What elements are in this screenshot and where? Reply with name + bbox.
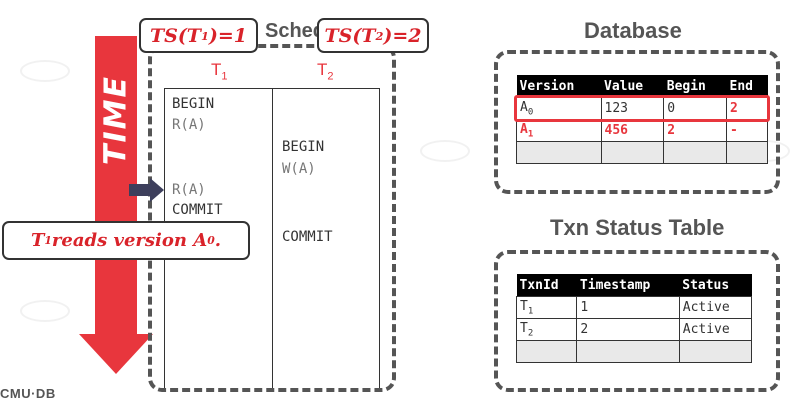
arrow-right-icon — [150, 178, 164, 202]
background-watermark-icon — [20, 300, 70, 322]
t2-op-begin: BEGIN — [282, 139, 325, 155]
value-cell: 456 — [600, 119, 665, 142]
t1-op-begin: BEGIN — [172, 96, 215, 112]
cmu-db-logo: CMU·DB — [0, 386, 56, 401]
database-table: Version Value Begin End A0 123 0 2 A1 45… — [516, 75, 768, 164]
table-row: T2 2 Active — [515, 318, 753, 341]
table-row: A0 123 0 2 — [516, 97, 768, 120]
empty-row — [516, 141, 768, 164]
column-header: End — [726, 75, 768, 98]
txn-id-cell: T1 — [515, 296, 578, 319]
background-watermark-icon — [20, 60, 70, 82]
end-cell: - — [726, 119, 768, 142]
value-cell: 123 — [600, 97, 665, 120]
txn-status-title: Txn Status Table — [550, 215, 725, 240]
database-frame — [494, 50, 780, 194]
status-cell: Active — [678, 318, 753, 341]
background-watermark-icon — [420, 140, 470, 162]
column-header: Begin — [663, 75, 727, 98]
timestamp-cell: 1 — [576, 296, 680, 319]
column-header: Version — [516, 75, 601, 98]
txn-id-cell: T2 — [515, 318, 578, 341]
t1-op-read: R(A) — [172, 117, 206, 133]
timestamp-cell: 2 — [576, 318, 680, 341]
table-row: T1 1 Active — [515, 296, 753, 319]
table-row: A1 456 2 - — [516, 119, 768, 142]
row-highlight — [514, 95, 770, 122]
column-header: Value — [601, 75, 664, 98]
time-label: TIME — [98, 75, 134, 165]
t2-op-commit: COMMIT — [282, 229, 333, 245]
version-cell: A1 — [516, 119, 602, 142]
t2-op-write: W(A) — [282, 161, 316, 177]
column-header: TxnId — [516, 274, 577, 297]
status-cell: Active — [678, 296, 753, 319]
empty-row — [515, 340, 753, 363]
begin-cell: 2 — [663, 119, 727, 142]
txn-status-frame — [494, 250, 780, 392]
schedule-frame — [148, 44, 396, 392]
t1-op-read-again: R(A) — [172, 182, 206, 198]
current-step-pointer — [129, 184, 151, 196]
t1-op-commit: COMMIT — [172, 202, 223, 218]
time-arrow-head — [79, 334, 153, 374]
t2-column-header: T2 — [317, 60, 334, 83]
column-header: Status — [679, 274, 752, 297]
begin-cell: 0 — [663, 97, 727, 120]
column-header: Timestamp — [576, 274, 680, 297]
schedule-column-divider — [272, 88, 273, 388]
t1-column-header: T1 — [211, 60, 228, 83]
database-title: Database — [584, 18, 682, 43]
txn-status-table: TxnId Timestamp Status T1 1 Active T2 2 … — [515, 274, 753, 363]
